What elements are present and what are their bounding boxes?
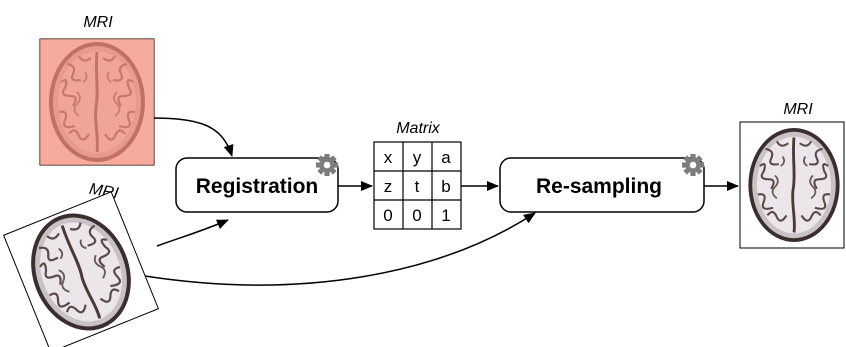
input-mri-bottom-image [12,196,150,347]
resampling-node: Re-sampling [499,154,705,213]
edge-mri-top-to-registration [149,117,234,157]
matrix-cell: t [415,177,420,196]
edge-mri-bottom-to-registration [156,219,229,247]
gear-icon [316,154,338,176]
input-mri-top-tint [40,39,154,165]
resampling-label: Re-sampling [536,175,662,198]
matrix-cell: 0 [412,206,421,225]
matrix: Matrix x y a z t b 0 0 1 [373,120,462,230]
matrix-cell: 0 [383,206,392,225]
registration-label: Registration [196,175,319,198]
matrix-cell: b [441,177,450,196]
output-mri: MRI [739,101,845,249]
edge-mri-bottom-to-resampling [144,212,536,286]
matrix-cell: 1 [441,206,450,225]
gear-icon [682,154,704,176]
input-mri-bottom: MRI [2,181,160,347]
registration-box [175,157,339,213]
input-mri-top-label: MRI [83,14,113,31]
matrix-title: Matrix [396,120,441,137]
matrix-cell: a [441,148,451,167]
matrix-cell: z [384,177,393,196]
matrix-cell: y [413,148,422,167]
output-mri-label: MRI [783,101,813,118]
matrix-cell: x [384,148,393,167]
matrix-grid [373,141,462,230]
registration-node: Registration [175,154,339,213]
input-mri-top: MRI [39,14,155,166]
output-mri-image [746,126,842,244]
resampling-box [499,157,705,213]
